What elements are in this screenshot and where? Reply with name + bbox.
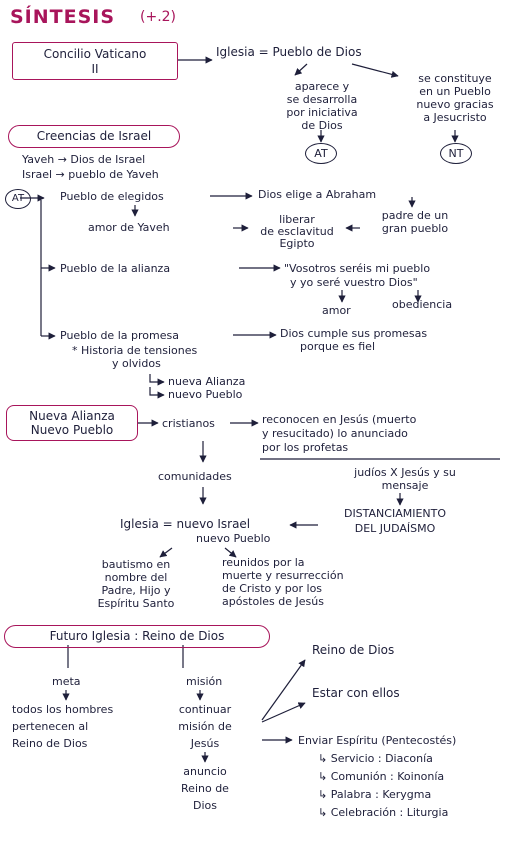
continuar-line2: misión de [178,720,232,733]
pueblo-elegidos: Pueblo de elegidos [60,190,164,203]
anuncio-line1: anuncio [183,765,227,778]
pueblo-alianza: Pueblo de la alianza [60,262,171,275]
at-circle: AT [5,189,31,209]
palabra-item: ↳ Palabra : Kerygma [318,788,432,801]
futuro-label: Futuro Iglesia : Reino de Dios [49,629,225,643]
concilio-line2: II [91,62,99,76]
anuncio-line2: Reino de [181,782,229,795]
concilio-box: Concilio Vaticano II [12,42,178,80]
continuar-line1: continuar [178,703,232,716]
amor-de-yaveh: amor de Yaveh [88,221,170,234]
todos-line2: pertenecen al [12,720,89,733]
todos-line1: todos los hombres [12,703,114,716]
israel-pueblo: Israel → pueblo de Yaveh [22,168,159,181]
nt-circle: NT [440,143,472,164]
historia-line1: * Historia de tensiones [72,344,198,357]
estar-con-ellos: Estar con ellos [312,686,400,700]
dios-elige: Dios elige a Abraham [258,188,377,201]
todos-line3: Reino de Dios [12,737,88,750]
iglesia-pueblo-de-dios: Iglesia = Pueblo de Dios [216,45,362,59]
yaveh-dios: Yaveh → Dios de Israel [22,153,146,166]
celebracion-item: ↳ Celebración : Liturgia [318,806,449,819]
aparece-line1: aparece y [294,80,350,93]
bautismo-line4: Espíritu Santo [97,597,175,610]
nueva-alianza-small: nueva Alianza [168,375,246,388]
comunidades-label: comunidades [158,470,232,483]
iglesia-israel-line1: Iglesia = nuevo Israel [120,517,251,531]
servicio-item: ↳ Servicio : Diaconía [318,752,433,765]
historia-line2: y olvidos [112,357,161,370]
cristianos-label: cristianos [162,417,215,430]
constituye-line3: nuevo gracias [416,98,494,111]
nt-label: NT [448,147,464,160]
liberar-line2: de esclavitud [260,225,334,238]
mision-label: misión [186,675,223,688]
bautismo-line3: Padre, Hijo y [101,584,171,597]
distanciamiento-line2: DEL JUDAÍSMO [354,522,436,535]
padre-line2: gran pueblo [381,222,449,235]
liberar-line1: liberar [279,213,315,226]
judios-line1: judíos X Jesús y su [354,466,456,479]
title-note: (+.2) [140,9,177,25]
constituye-line4: a Jesucristo [423,111,487,124]
amor-label: amor [322,304,351,317]
dios-cumple-line2: porque es fiel [300,340,376,353]
at-label: AT [11,193,25,204]
bautismo-line1: bautismo en [101,558,171,571]
judios-line2: mensaje [381,479,429,492]
reconocen-line3: por los profetas [262,441,349,454]
reunidos-line3: de Cristo y por los [222,582,323,595]
constituye-line2: en un Pueblo [419,85,491,98]
aparece-line4: de Dios [301,119,343,132]
liberar-line3: Egipto [279,237,315,250]
futuro-pill: Futuro Iglesia : Reino de Dios [4,625,270,648]
constituye-line1: se constituye [418,72,492,85]
nueva-alianza-box: Nueva Alianza Nuevo Pueblo [6,405,138,441]
enviar-espiritu: Enviar Espíritu (Pentecostés) [298,734,457,747]
at-circle-top: AT [305,143,337,164]
vosotros-line2: y yo seré vuestro Dios" [290,276,418,289]
creencias-pill: Creencias de Israel [8,125,180,148]
reconocen-line1: reconocen en Jesús (muerto [262,413,417,426]
nuevo-pueblo-small: nuevo Pueblo [168,388,243,401]
meta-label: meta [52,675,81,688]
pueblo-promesa: Pueblo de la promesa [60,329,179,342]
reino-de-dios-label: Reino de Dios [312,643,395,657]
reunidos-line4: apóstoles de Jesús [222,595,324,608]
dios-cumple-line1: Dios cumple sus promesas [280,327,428,340]
vosotros-line1: "Vosotros seréis mi pueblo [284,262,431,275]
reunidos-line1: reunidos por la [222,556,305,569]
padre-line1: padre de un [381,209,449,222]
comunion-item: ↳ Comunión : Koinonía [318,770,445,783]
bautismo-line2: nombre del [104,571,168,584]
obediencia-label: obediencia [392,298,453,311]
nueva-alianza-line2: Nuevo Pueblo [30,423,114,437]
creencias-label: Creencias de Israel [36,129,152,143]
nueva-alianza-line1: Nueva Alianza [29,409,115,423]
aparece-line3: por iniciativa [286,106,358,119]
reunidos-line2: muerte y resurrección [222,569,344,582]
at-label-top: AT [314,147,328,160]
iglesia-israel-line2: nuevo Pueblo [196,532,271,545]
reconocen-line2: y resucitado) lo anunciado [262,427,408,440]
anuncio-line3: Dios [193,799,217,812]
page-title: SÍNTESIS [10,6,116,28]
aparece-line2: se desarrolla [286,93,358,106]
concilio-line1: Concilio Vaticano [43,47,147,61]
continuar-line3: Jesús [190,737,220,750]
distanciamiento-line1: DISTANCIAMIENTO [343,507,447,520]
